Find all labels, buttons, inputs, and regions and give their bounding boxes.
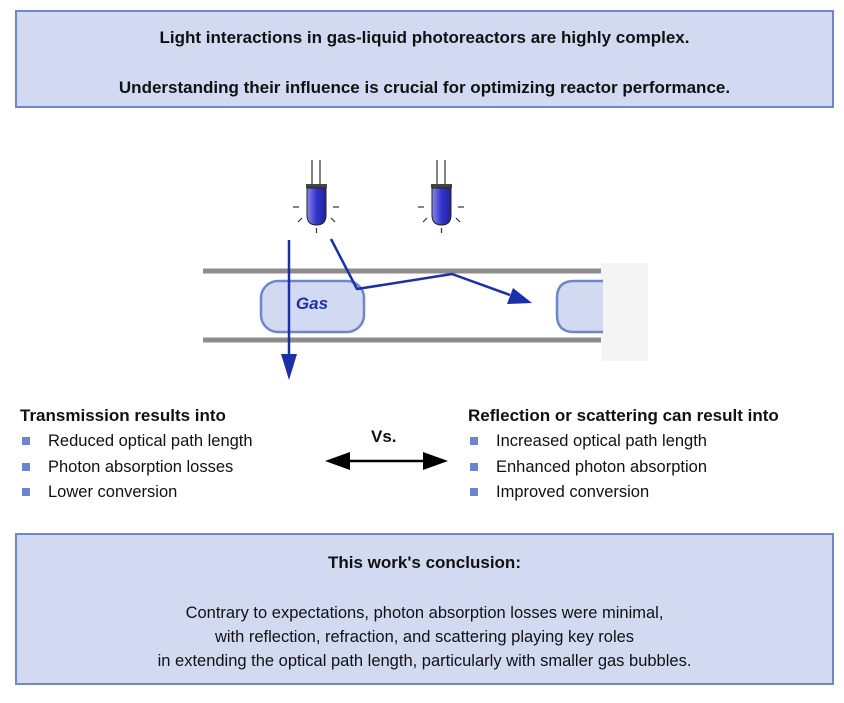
list-item-label: Lower conversion xyxy=(48,483,178,501)
list-item-label: Photon absorption losses xyxy=(48,457,234,476)
intro-line-1: Light interactions in gas-liquid photore… xyxy=(159,28,690,47)
list-item: Increased optical path length xyxy=(468,432,707,458)
intro-line-2: Understanding their influence is crucial… xyxy=(118,78,731,97)
led-icon xyxy=(293,160,339,233)
list-item: Photon absorption losses xyxy=(20,458,253,484)
reflection-arrow xyxy=(329,238,532,304)
conclusion-text: Contrary to expectations, photon absorpt… xyxy=(17,601,832,673)
channel-end-patch xyxy=(601,263,648,361)
bullet-square-icon xyxy=(22,488,30,496)
gas-bubble xyxy=(259,279,366,334)
gas-bubble-label: Gas xyxy=(296,294,328,313)
conclusion-line: in extending the optical path length, pa… xyxy=(157,652,692,670)
vs-label: Vs. xyxy=(371,427,397,446)
transmission-list: Reduced optical path length Photon absor… xyxy=(20,432,253,509)
list-item: Lower conversion xyxy=(20,483,253,509)
conclusion-title: This work's conclusion: xyxy=(328,553,521,572)
conclusion-line: Contrary to expectations, photon absorpt… xyxy=(185,604,664,622)
bullet-square-icon xyxy=(22,437,30,445)
conclusion-box: This work's conclusion: Contrary to expe… xyxy=(15,533,834,685)
led-icon xyxy=(418,160,464,233)
intro-box: Light interactions in gas-liquid photore… xyxy=(15,10,834,108)
bullet-square-icon xyxy=(470,488,478,496)
vs-double-arrow xyxy=(325,452,448,470)
bullet-square-icon xyxy=(22,462,30,471)
list-item: Enhanced photon absorption xyxy=(468,458,707,484)
conclusion-line: with reflection, refraction, and scatter… xyxy=(214,628,635,646)
reflection-heading: Reflection or scattering can result into xyxy=(468,406,779,425)
bullet-square-icon xyxy=(470,437,478,445)
bullet-square-icon xyxy=(470,462,478,471)
list-item-label: Improved conversion xyxy=(496,483,650,501)
list-item: Improved conversion xyxy=(468,483,707,509)
list-item-label: Reduced optical path length xyxy=(48,432,253,450)
reflection-list: Increased optical path length Enhanced p… xyxy=(468,432,707,509)
gas-bubble-partial xyxy=(555,279,603,334)
list-item-label: Enhanced photon absorption xyxy=(496,457,708,476)
transmission-arrow xyxy=(281,240,297,380)
list-item: Reduced optical path length xyxy=(20,432,253,458)
list-item-label: Increased optical path length xyxy=(496,432,707,450)
transmission-heading: Transmission results into xyxy=(20,406,226,425)
